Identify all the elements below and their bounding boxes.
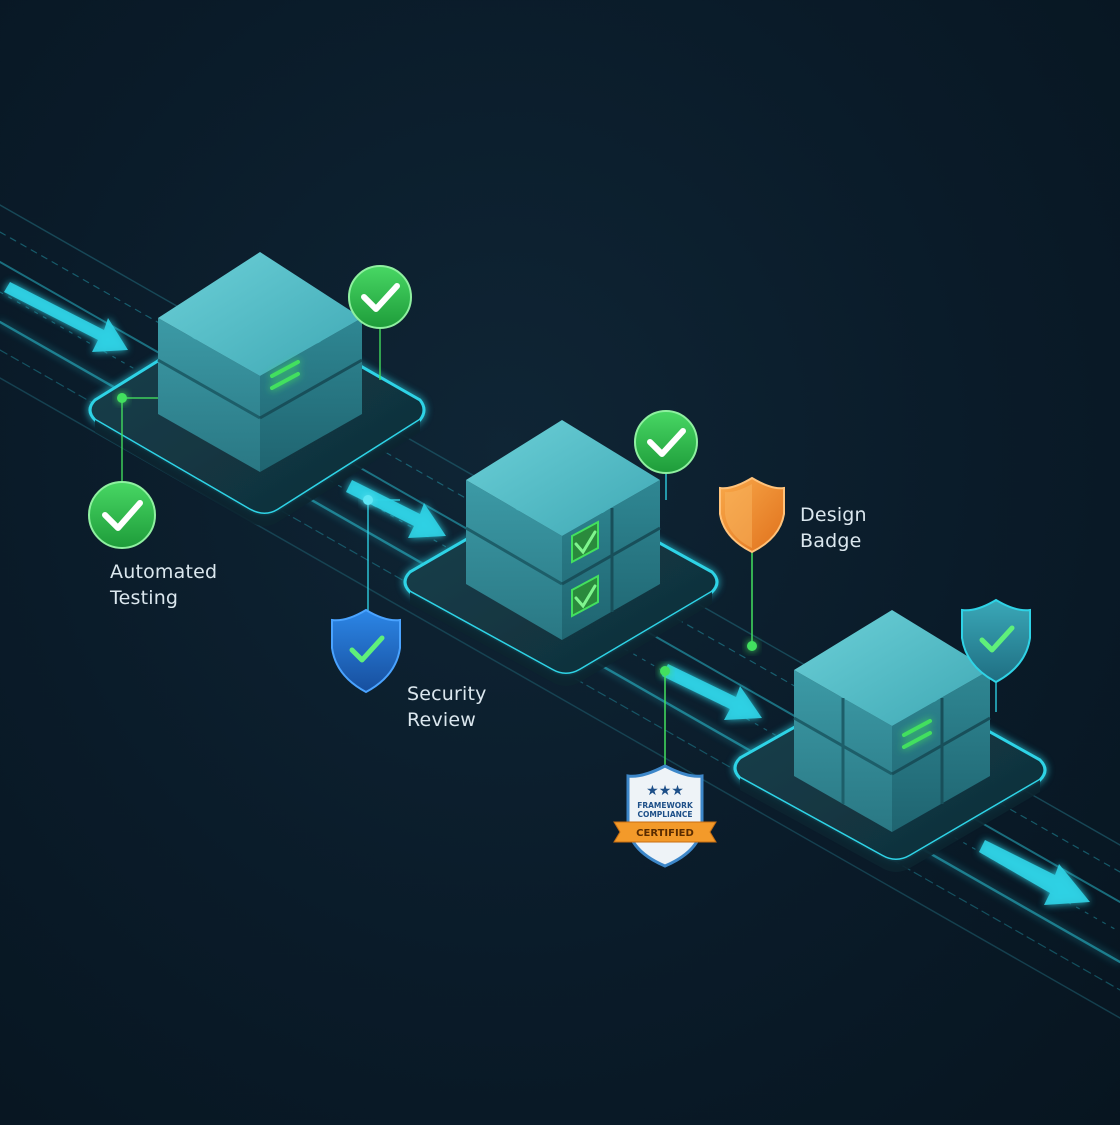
pipeline-stage-3: [733, 598, 1047, 872]
design-badge-marker: [719, 476, 785, 651]
flow-arrow-icon: [346, 480, 446, 538]
shield-check-icon: [331, 608, 401, 694]
label-line: Testing: [110, 587, 179, 609]
flow-arrow-icon: [662, 664, 762, 720]
check-circle-icon: [88, 481, 156, 549]
label-line: Design: [800, 504, 867, 526]
flow-arrow-icon: [4, 282, 128, 352]
check-circle-icon: [634, 410, 698, 474]
shield-orange-icon: [719, 476, 785, 554]
label-line: Review: [407, 709, 476, 731]
label-line: Security: [407, 683, 487, 705]
server-cube: [793, 610, 991, 832]
certified-badge-icon: ★★★ FRAMEWORK COMPLIANCE CERTIFIED: [613, 764, 717, 868]
check-square-icon: [571, 520, 599, 564]
badge-ribbon-text: CERTIFIED: [636, 828, 694, 839]
badge-line-2: COMPLIANCE: [637, 810, 692, 819]
badge-line-1: FRAMEWORK: [637, 801, 694, 810]
label-line: Automated: [110, 561, 218, 583]
certified-badge-marker: ★★★ FRAMEWORK COMPLIANCE CERTIFIED: [613, 666, 717, 868]
shield-check-icon: [961, 598, 1031, 684]
label-automated-testing: Automated Testing: [110, 559, 217, 611]
label-design-badge: Design Badge: [800, 502, 867, 554]
check-square-icon: [571, 574, 599, 618]
equals-indicator-icon: [270, 360, 300, 390]
label-line: Badge: [800, 530, 862, 552]
label-security-review: Security Review: [407, 681, 487, 733]
server-cube: [157, 252, 363, 472]
flow-arrows: [4, 282, 1090, 905]
equals-indicator-icon: [902, 719, 932, 749]
pipeline-stage-1: [88, 252, 426, 549]
flow-arrow-icon: [979, 840, 1090, 905]
server-cube: [465, 420, 661, 640]
check-circle-icon: [348, 265, 412, 329]
pipeline-stage-2: [331, 410, 719, 694]
badge-stars: ★★★: [646, 783, 684, 799]
